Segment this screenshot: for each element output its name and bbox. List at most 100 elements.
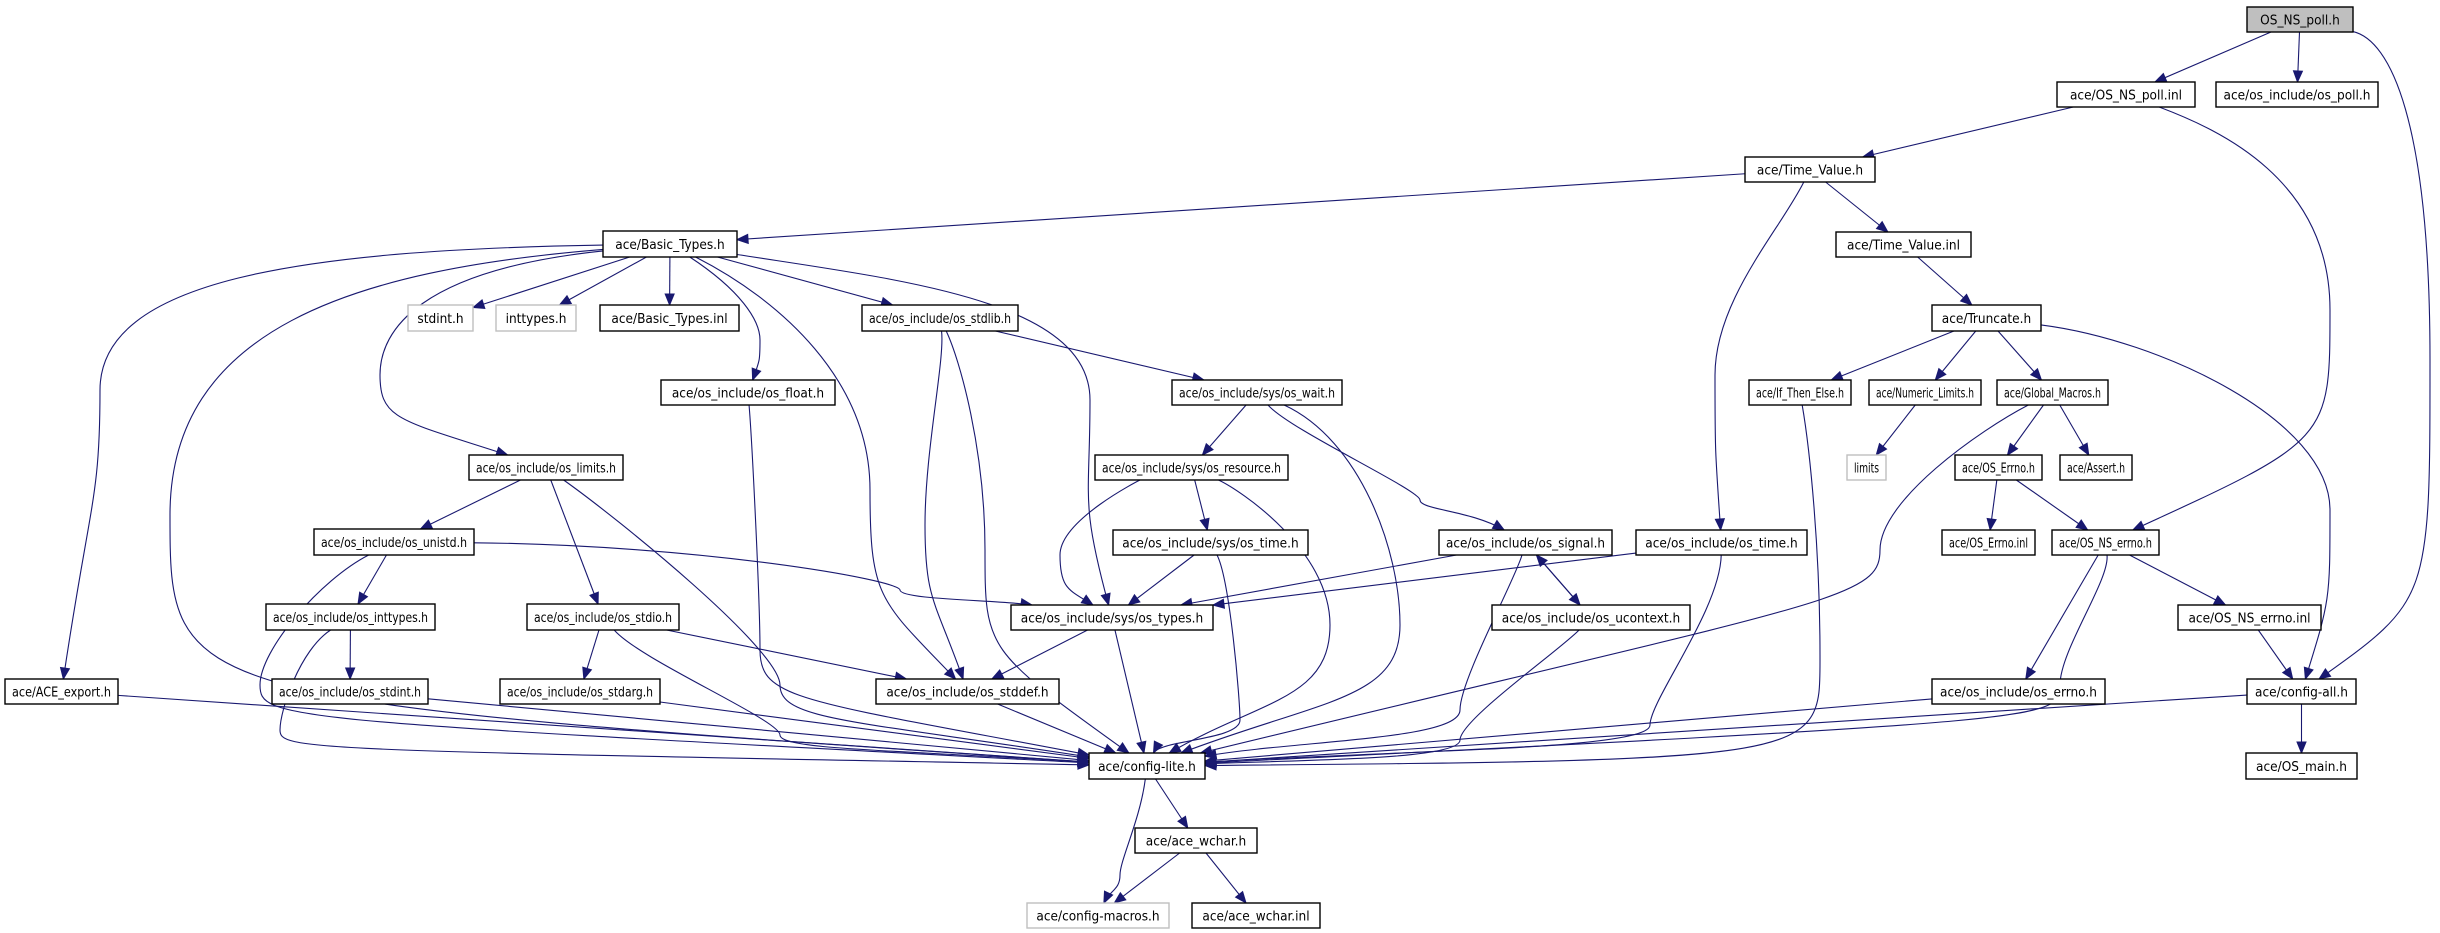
dependency-edge [558,256,647,306]
dependency-edge [1203,554,1523,760]
arrowhead-icon [1179,744,1194,754]
node-os-errno-inl[interactable]: ace/OS_Errno.inl [1941,529,2036,556]
dependency-edge [582,629,600,681]
node-label: ace/config-macros.h [1036,909,1159,925]
node-if-then-else-h[interactable]: ace/If_Then_Else.h [1748,379,1852,406]
dependency-edge [1127,554,1195,606]
arrowhead-icon [1127,593,1141,606]
node-os-signal-h[interactable]: ace/os_include/os_signal.h [1438,529,1613,556]
dependency-edge [344,629,356,681]
node-limits: limits [1846,454,1887,481]
edge-line [1180,554,1457,606]
arrowhead-icon [582,666,593,681]
node-truncate-h[interactable]: ace/Truncate.h [1931,304,2042,332]
node-os-ucontext-h[interactable]: ace/os_include/os_ucontext.h [1491,604,1691,631]
node-os-ns-errno-h[interactable]: ace/OS_NS_errno.h [2051,529,2160,556]
arrowhead-icon [1211,598,1226,609]
arrowhead-icon [2006,442,2019,457]
node-basic-types-inl[interactable]: ace/Basic_Types.inl [599,304,740,332]
dependency-edge [659,701,1091,763]
node-os-main-h[interactable]: ace/OS_main.h [2245,752,2358,780]
node-os-limits-h[interactable]: ace/os_include/os_limits.h [468,454,624,481]
node-time-value-inl[interactable]: ace/Time_Value.inl [1835,231,1972,258]
node-box [1868,379,1982,406]
dependency-edge [1917,256,1973,306]
node-box [1846,454,1887,481]
node-box [875,678,1060,705]
edge-line [1917,256,1973,306]
node-sys-os-time-h[interactable]: ace/os_include/sys/os_time.h [1112,529,1309,556]
node-box [313,528,475,556]
node-label: ace/config-lite.h [1098,759,1196,775]
node-os-ns-errno-inl[interactable]: ace/OS_NS_errno.inl [2177,604,2322,631]
node-label: ace/os_include/os_stdio.h [534,610,672,626]
node-assert-h[interactable]: ace/Assert.h [2059,454,2133,481]
dependency-edge [1194,479,1210,532]
node-label: ace/Basic_Types.h [615,237,724,253]
node-os-poll-h[interactable]: ace/os_include/os_poll.h [2215,81,2379,108]
node-numeric-limits-h[interactable]: ace/Numeric_Limits.h [1868,379,1982,406]
node-os-float-h[interactable]: ace/os_include/os_float.h [660,379,836,406]
arrowhead-icon [1199,517,1210,532]
node-os-stdarg-h[interactable]: ace/os_include/os_stdarg.h [499,678,661,705]
node-os-unistd-h[interactable]: ace/os_include/os_unistd.h [313,528,475,556]
edge-line [689,256,761,381]
node-config-lite-h[interactable]: ace/config-lite.h [1088,752,1206,780]
node-config-all-h[interactable]: ace/config-all.h [2246,678,2357,705]
node-os-stdio-h[interactable]: ace/os_include/os_stdio.h [526,603,680,631]
node-label: ace/Global_Macros.h [2004,386,2101,402]
node-sys-os-resource-h[interactable]: ace/os_include/sys/os_resource.h [1094,454,1289,481]
node-box [2056,81,2196,108]
node-label: ace/os_include/os_errno.h [1940,685,2097,701]
arrowhead-icon [954,666,965,681]
node-basic-types-h[interactable]: ace/Basic_Types.h [602,230,738,258]
node-os-ns-poll-h[interactable]: OS_NS_poll.h [2246,6,2354,33]
node-box [468,454,624,481]
node-ace-wchar-h[interactable]: ace/ace_wchar.h [1134,827,1258,854]
node-label: ace/OS_NS_poll.inl [2070,88,2182,104]
dependency-edge [1103,778,1146,905]
node-os-errno-inc-h[interactable]: ace/os_include/os_errno.h [1931,678,2106,705]
edge-line [717,256,893,306]
node-os-stdlib-h[interactable]: ace/os_include/os_stdlib.h [861,304,1019,332]
node-box [1438,529,1613,556]
node-os-inttypes-h[interactable]: ace/os_include/os_inttypes.h [265,603,436,631]
edge-line [1825,181,1889,233]
edge-line [659,701,1090,759]
node-sys-os-wait-h[interactable]: ace/os_include/sys/os_wait.h [1171,379,1343,406]
edge-line [1267,404,1505,531]
dependency-edge [1199,404,2029,756]
dependency-edge [2006,404,2044,457]
node-box [1134,827,1258,854]
node-time-value-h[interactable]: ace/Time_Value.h [1744,156,1876,183]
edge-line [613,629,1090,763]
node-box [499,678,661,705]
node-os-stdint-h[interactable]: ace/os_include/os_stdint.h [271,678,429,705]
node-os-time-h[interactable]: ace/os_include/os_time.h [1635,529,1808,556]
node-os-stddef-h[interactable]: ace/os_include/os_stddef.h [875,678,1060,705]
dependency-edge [259,554,1091,768]
arrowhead-icon [1491,519,1506,531]
node-box [1941,529,2036,556]
arrowhead-icon [1714,518,1726,532]
node-global-macros-h[interactable]: ace/Global_Macros.h [1996,379,2109,406]
node-label: ace/OS_main.h [2256,759,2347,775]
node-box [2177,604,2322,631]
node-ace-export-h[interactable]: ace/ACE_export.h [4,678,119,705]
node-box [1088,752,1206,780]
arrowhead-icon [2025,666,2037,681]
node-label: ace/os_include/os_stdarg.h [507,685,653,701]
arrowhead-icon [1830,370,1844,381]
dependency-edge [2025,554,2099,681]
node-os-errno-h[interactable]: ace/OS_Errno.h [1954,454,2043,481]
edge-line [1204,629,1580,765]
edge-line [2016,479,2088,531]
node-sys-os-types-h[interactable]: ace/os_include/sys/os_types.h [1010,604,1214,631]
node-os-ns-poll-inl[interactable]: ace/OS_NS_poll.inl [2056,81,2196,108]
dependency-edge [1205,852,1247,905]
arrowhead-icon [1152,740,1164,755]
node-box [1835,231,1972,258]
node-box [526,603,680,631]
dependency-edge [2292,31,2304,84]
node-ace-wchar-inl[interactable]: ace/ace_wchar.inl [1191,902,1321,929]
